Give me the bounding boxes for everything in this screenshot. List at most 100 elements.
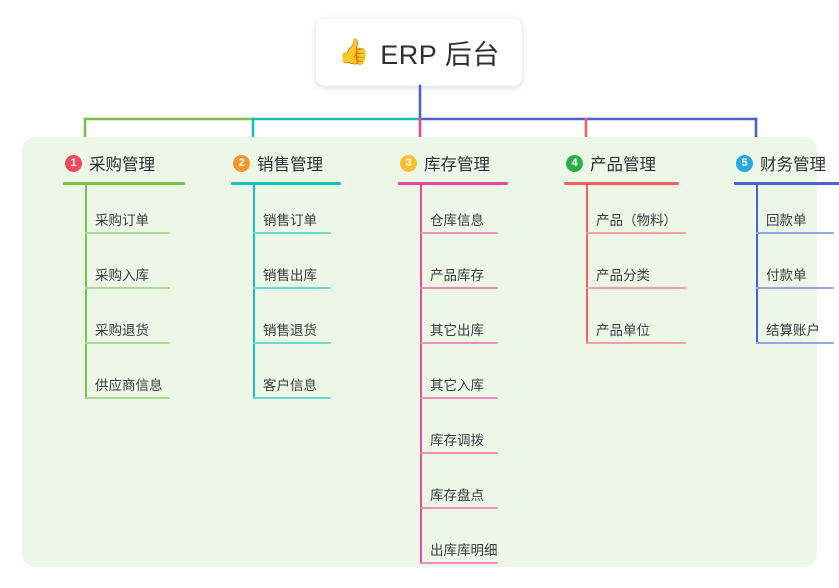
list-item[interactable]: 结算账户: [734, 295, 839, 350]
list-item-rule: [420, 452, 498, 454]
column-header-rule-5: [734, 182, 839, 185]
list-item-label: 采购订单: [95, 213, 149, 228]
list-item-label: 其它出库: [430, 323, 484, 338]
list-item-rule: [420, 397, 498, 399]
column-3: 3 库存管理仓库信息产品库存其它出库其它入库库存调拨库存盘点出库库明细: [398, 149, 508, 570]
column-header-rule-1: [63, 182, 185, 185]
column-title-3: 库存管理: [424, 156, 490, 174]
list-item[interactable]: 采购订单: [63, 185, 185, 240]
list-item-label: 销售出库: [263, 268, 317, 283]
list-item-rule: [420, 342, 498, 344]
column-items-4: 产品（物料） 产品分类产品单位: [564, 185, 686, 350]
column-items-1: 采购订单采购入库采购退货供应商信息: [63, 185, 185, 405]
list-item[interactable]: 回款单: [734, 185, 839, 240]
list-item-label: 库存盘点: [430, 488, 484, 503]
list-item[interactable]: 产品（物料）: [564, 185, 686, 240]
list-item-label: 销售退货: [263, 323, 317, 338]
thumbs-up-icon: 👍: [338, 37, 370, 66]
list-item[interactable]: 产品单位: [564, 295, 686, 350]
list-item[interactable]: 销售订单: [231, 185, 341, 240]
column-title-1: 采购管理: [89, 156, 155, 174]
list-item-rule: [586, 232, 686, 234]
column-title-5: 财务管理: [760, 156, 826, 174]
column-title-2: 销售管理: [257, 156, 323, 174]
list-item-label: 客户信息: [263, 378, 317, 393]
list-item-label: 产品分类: [596, 268, 650, 283]
list-item-rule: [253, 232, 331, 234]
list-item-label: 产品（物料）: [596, 213, 677, 228]
list-item[interactable]: 销售退货: [231, 295, 341, 350]
column-badge-3: 3: [400, 154, 417, 172]
list-item-rule: [85, 397, 170, 399]
list-item-rule: [85, 342, 170, 344]
column-spine-5: [756, 185, 758, 344]
list-item-rule: [85, 287, 170, 289]
column-5: 5 财务管理回款单付款单结算账户: [734, 149, 839, 350]
list-item-rule: [586, 342, 686, 344]
column-spine-1: [85, 185, 87, 399]
list-item-rule: [420, 232, 498, 234]
diagram-panel: 1 采购管理采购订单采购入库采购退货供应商信息 2 销售管理销售订单销售出库销售退货客…: [22, 137, 839, 570]
list-item-rule: [253, 397, 331, 399]
root-node-card[interactable]: 👍 ERP 后台: [316, 18, 522, 86]
column-badge-4: 4: [566, 154, 583, 172]
list-item[interactable]: 销售出库: [231, 240, 341, 295]
column-1: 1 采购管理采购订单采购入库采购退货供应商信息: [63, 149, 185, 405]
column-items-2: 销售订单销售出库销售退货客户信息: [231, 185, 341, 405]
column-header-4[interactable]: 4 产品管理: [564, 149, 679, 177]
list-item-label: 结算账户: [766, 323, 820, 338]
column-header-5[interactable]: 5 财务管理: [734, 149, 839, 177]
list-item[interactable]: 其它入库: [398, 350, 508, 405]
list-item[interactable]: 采购退货: [63, 295, 185, 350]
list-item[interactable]: 供应商信息: [63, 350, 185, 405]
list-item[interactable]: 付款单: [734, 240, 839, 295]
list-item[interactable]: 库存盘点: [398, 460, 508, 515]
list-item-label: 其它入库: [430, 378, 484, 393]
list-item[interactable]: 客户信息: [231, 350, 341, 405]
list-item[interactable]: 库存调拨: [398, 405, 508, 460]
list-item-label: 产品库存: [430, 268, 484, 283]
column-header-rule-2: [231, 182, 341, 185]
list-item-rule: [586, 287, 686, 289]
list-item-label: 付款单: [766, 268, 807, 283]
list-item-label: 产品单位: [596, 323, 650, 338]
list-item-label: 库存调拨: [430, 433, 484, 448]
page-title: ERP 后台: [380, 39, 500, 70]
list-item[interactable]: 仓库信息: [398, 185, 508, 240]
list-item[interactable]: 产品分类: [564, 240, 686, 295]
list-item-rule: [253, 287, 331, 289]
list-item-rule: [756, 232, 834, 234]
list-item-label: 采购入库: [95, 268, 149, 283]
column-spine-2: [253, 185, 255, 399]
list-item[interactable]: 产品库存: [398, 240, 508, 295]
column-title-4: 产品管理: [590, 156, 656, 174]
column-header-2[interactable]: 2 销售管理: [231, 149, 341, 177]
column-header-rule-4: [564, 182, 679, 185]
list-item-label: 销售订单: [263, 213, 317, 228]
list-item-rule: [420, 562, 498, 564]
column-4: 4 产品管理产品（物料） 产品分类产品单位: [564, 149, 686, 350]
column-2: 2 销售管理销售订单销售出库销售退货客户信息: [231, 149, 341, 405]
list-item[interactable]: 采购入库: [63, 240, 185, 295]
column-items-3: 仓库信息产品库存其它出库其它入库库存调拨库存盘点出库库明细: [398, 185, 508, 570]
column-header-3[interactable]: 3 库存管理: [398, 149, 508, 177]
column-spine-4: [586, 185, 588, 344]
list-item[interactable]: 其它出库: [398, 295, 508, 350]
column-header-rule-3: [398, 182, 508, 185]
column-items-5: 回款单付款单结算账户: [734, 185, 839, 350]
column-badge-2: 2: [233, 154, 250, 172]
list-item-rule: [756, 287, 834, 289]
column-badge-1: 1: [65, 154, 82, 172]
column-header-1[interactable]: 1 采购管理: [63, 149, 185, 177]
list-item-rule: [420, 287, 498, 289]
list-item-rule: [253, 342, 331, 344]
list-item-rule: [85, 232, 170, 234]
list-item-label: 仓库信息: [430, 213, 484, 228]
list-item[interactable]: 出库库明细: [398, 515, 508, 570]
list-item-label: 回款单: [766, 213, 807, 228]
column-spine-3: [420, 185, 422, 564]
column-badge-5: 5: [736, 154, 753, 172]
list-item-label: 出库库明细: [430, 543, 498, 558]
list-item-label: 供应商信息: [95, 378, 163, 393]
list-item-rule: [420, 507, 498, 509]
